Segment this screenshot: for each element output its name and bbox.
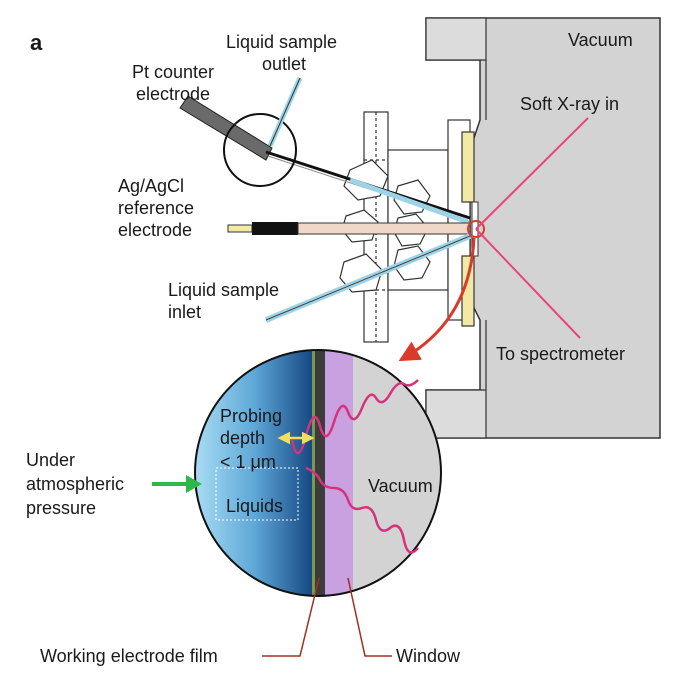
pressure-arrow-head [186, 475, 202, 493]
vacuum-chamber [425, 17, 661, 439]
under-atm-label-1: Under [26, 450, 75, 470]
panel-letter: a [30, 30, 43, 55]
leader-lines [262, 577, 392, 657]
to-spectrometer-label: To spectrometer [496, 344, 625, 364]
window-label: Window [396, 646, 461, 666]
liquids-box [215, 467, 299, 521]
liquid-inlet-label-2: inlet [168, 302, 201, 322]
focus-point [467, 220, 485, 238]
ag-agcl-label-3: electrode [118, 220, 192, 240]
vacuum-circle-label: Vacuum [368, 476, 433, 496]
liquid-inlet-label-1: Liquid sample [168, 280, 279, 300]
sample-holder [461, 131, 479, 327]
ag-agcl-label-1: Ag/AgCl [118, 176, 184, 196]
liquid-outlet-label-1: Liquid sample [226, 32, 337, 52]
liquid-inlet-tube [264, 233, 472, 323]
liquid-outlet-label-2: outlet [262, 54, 306, 74]
pt-counter-label-2: electrode [136, 84, 210, 104]
xray-waves [290, 379, 419, 554]
xray-in-label: Soft X-ray in [520, 94, 619, 114]
liquids-label: Liquids [226, 496, 283, 516]
vacuum-top-label: Vacuum [568, 30, 633, 50]
xray-beams [475, 117, 589, 339]
probing-depth-label-2: depth [220, 428, 265, 448]
under-atm-label-2: atmospheric [26, 474, 124, 494]
pt-counter-label-1: Pt counter [132, 62, 214, 82]
liquid-outlet-tube [267, 76, 469, 225]
probing-depth-label-3: < 1 μm [220, 452, 276, 472]
ag-agcl-label-2: reference [118, 198, 194, 218]
probing-depth-label-1: Probing [220, 406, 282, 426]
under-atm-label-3: pressure [26, 498, 96, 518]
ag-agcl-electrode [227, 222, 471, 235]
pt-electrode-ring [223, 113, 297, 187]
zoom-arrow [398, 237, 476, 362]
working-electrode-label: Working electrode film [40, 646, 218, 666]
